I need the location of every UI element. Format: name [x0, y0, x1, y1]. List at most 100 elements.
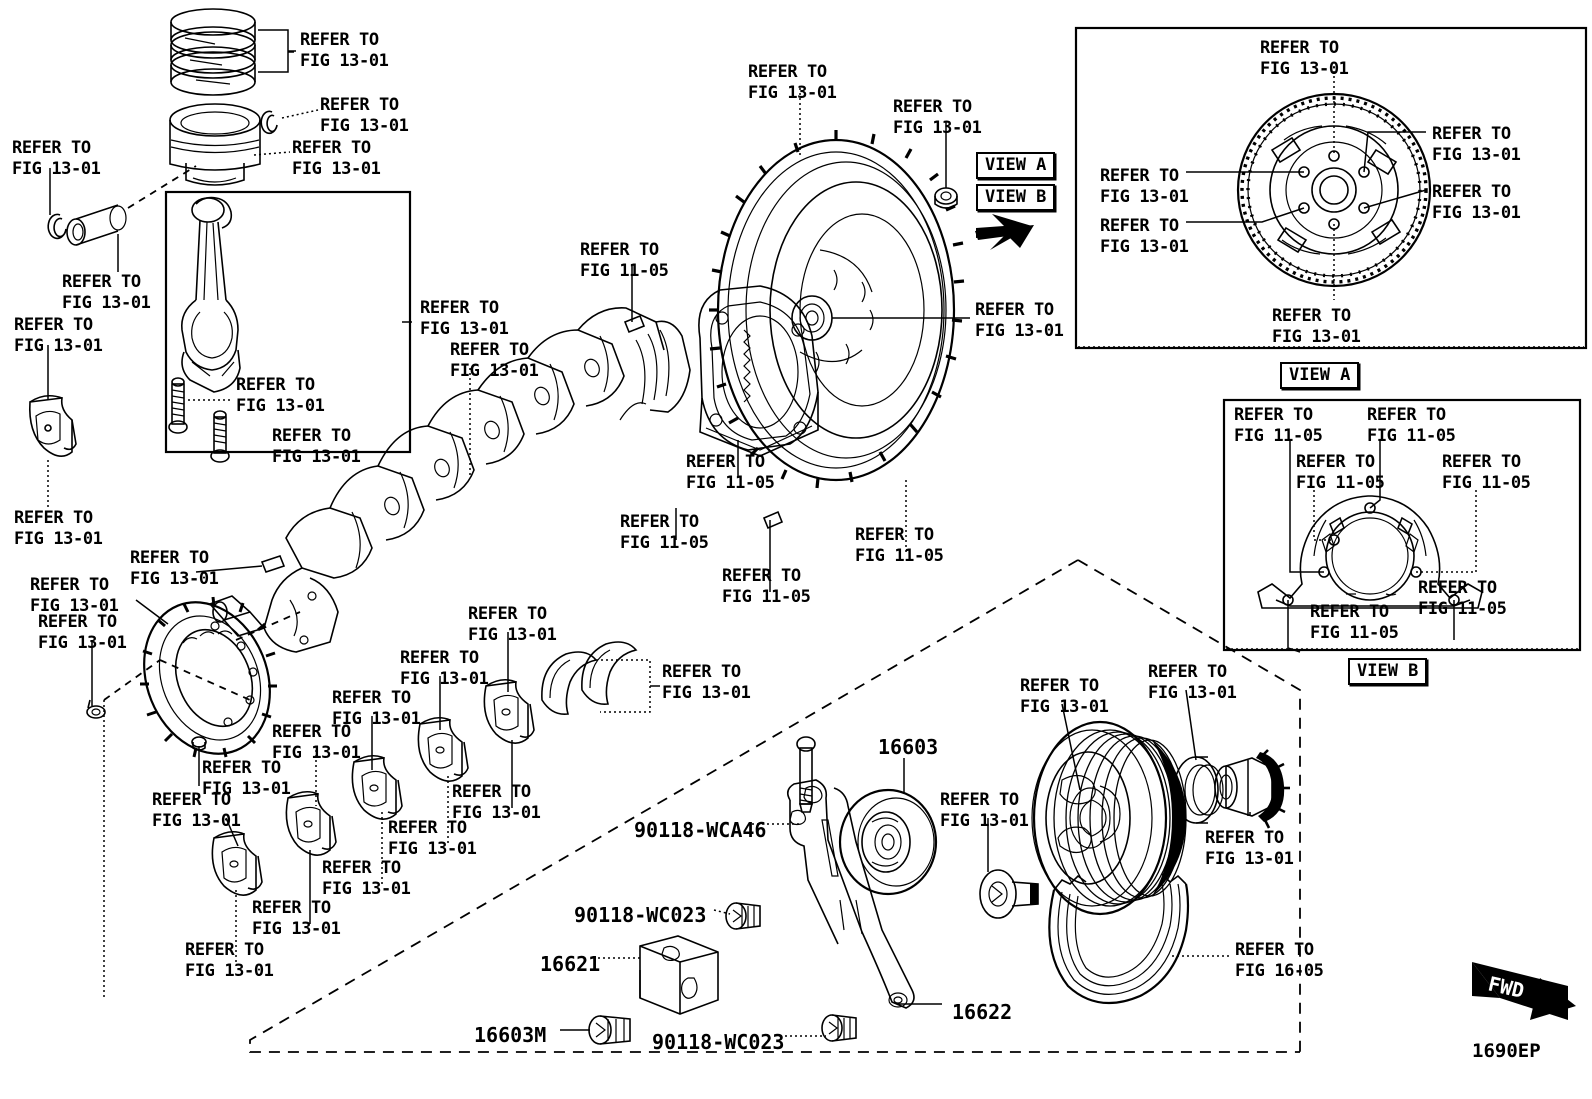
- view-a-callout-flywheel-bolt-upper-left: REFER TO FIG 13-01: [1100, 166, 1189, 207]
- callout-flywheel-pilot-bearing: REFER TO FIG 13-01: [975, 300, 1064, 341]
- callout-conrod-bearing-lower: REFER TO FIG 13-01: [14, 508, 103, 549]
- callout-main-bearing-4-lower: REFER TO FIG 13-01: [388, 818, 477, 859]
- snap-ring-right: [260, 110, 278, 135]
- part-number-tensioner-assembly-bolt: 16603M: [474, 1023, 547, 1047]
- assembly-envelope-2: [1077, 559, 1301, 1052]
- tensioner-pulley-art: [838, 788, 938, 896]
- callout-crank-pulse-pin: REFER TO FIG 13-01: [130, 548, 219, 589]
- view-b-callout-retainer-bolt-bottom-left: REFER TO FIG 11-05: [1310, 602, 1399, 643]
- callout-crank-front-bearing: REFER TO FIG 13-01: [1205, 828, 1294, 869]
- callout-crankshaft: REFER TO FIG 13-01: [450, 340, 539, 381]
- callout-piston-pin-clip-left: REFER TO FIG 13-01: [12, 138, 101, 179]
- callout-pin-knock: REFER TO FIG 11-05: [580, 240, 669, 281]
- crank-timing-rotor-art: [140, 596, 277, 758]
- leader-lines: [47, 51, 1251, 1037]
- main-bearings-row: [211, 678, 535, 896]
- ring-bracket: [258, 29, 289, 73]
- bracket-bolt-lower-art: [821, 1014, 857, 1042]
- callout-thrust-washers: REFER TO FIG 13-01: [662, 662, 751, 703]
- view-a-callout-flywheel-bolt-top: REFER TO FIG 13-01: [1260, 38, 1349, 79]
- callout-piston: REFER TO FIG 13-01: [292, 138, 381, 179]
- snap-ring-left: [47, 213, 67, 240]
- callout-drive-belt: REFER TO FIG 16-05: [1235, 940, 1324, 981]
- callout-rear-oil-seal-retainer: REFER TO FIG 11-05: [686, 452, 775, 493]
- view-a-badge[interactable]: VIEW A: [976, 152, 1056, 179]
- callout-crank-rear-oil-seal: REFER TO FIG 11-05: [620, 512, 709, 553]
- fwd-arrow-icon: FWD: [1472, 962, 1576, 1020]
- view-a-callout-flywheel-bolt-upper-right: REFER TO FIG 13-01: [1432, 124, 1521, 165]
- pulley-bolt-art: [979, 869, 1039, 919]
- callout-main-bearing-1-upper: REFER TO FIG 13-01: [152, 790, 241, 831]
- callout-snap-ring: REFER TO FIG 13-01: [320, 95, 409, 136]
- conrod-bolt-2-art: [210, 410, 230, 463]
- view-a-callout-flywheel-bolt-lower-right: REFER TO FIG 13-01: [1432, 182, 1521, 223]
- callout-front-oil-seal: REFER TO FIG 13-01: [1148, 662, 1237, 703]
- piston-art: [169, 103, 261, 186]
- conrod-bolt-1-art: [168, 377, 188, 434]
- bracket-bolt-upper-art: [725, 902, 761, 930]
- callout-main-bearing-3-lower: REFER TO FIG 13-01: [322, 858, 411, 899]
- bearing-5: [483, 678, 535, 744]
- callout-main-bearing-5-upper: REFER TO FIG 13-01: [468, 604, 557, 645]
- view-b-caption: VIEW B: [1348, 658, 1428, 685]
- callout-connecting-rod-box: REFER TO FIG 13-01: [420, 298, 509, 339]
- callout-main-bearing-1-lower: REFER TO FIG 13-01: [185, 940, 274, 981]
- bearing-2: [285, 790, 337, 856]
- callout-retainer-bolt: REFER TO FIG 11-05: [855, 525, 944, 566]
- view-b-callout-retainer-bolt-right: REFER TO FIG 11-05: [1442, 452, 1531, 493]
- assembly-envelope-1: [249, 559, 1300, 1053]
- part-number-bracket-bolt-upper: 90118-WC023: [574, 903, 707, 927]
- connecting-rod-art: [180, 196, 241, 393]
- view-b-panel: [1222, 398, 1582, 652]
- pin-install-axis: [127, 165, 197, 209]
- callout-conrod-bolt-2: REFER TO FIG 13-01: [272, 426, 361, 467]
- conrod-bearing-art: [28, 394, 77, 457]
- callout-piston-pin: REFER TO FIG 13-01: [62, 272, 151, 313]
- part-number-tensioner-arm: 16622: [952, 1000, 1013, 1024]
- part-number-belt-tensioner-pulley: 16603: [878, 735, 939, 759]
- callout-crank-pulley: REFER TO FIG 13-01: [1020, 676, 1109, 717]
- bearing-4: [417, 716, 469, 782]
- callout-flywheel: REFER TO FIG 13-01: [748, 62, 837, 103]
- callout-crank-timing-rotor: REFER TO FIG 13-01: [30, 575, 119, 616]
- callout-main-bearing-5-lower: REFER TO FIG 13-01: [452, 782, 541, 823]
- tensioner-bolt-art: [796, 736, 816, 813]
- part-number-bracket-bolt-lower: 90118-WC023: [652, 1030, 785, 1054]
- callout-rotor-dowel: REFER TO FIG 13-01: [202, 758, 291, 799]
- flywheel-art: [709, 130, 965, 489]
- view-a-arrow: [975, 214, 1034, 250]
- view-a-caption: VIEW A: [1280, 362, 1360, 389]
- tensioner-assembly-bolt-art: [588, 1015, 631, 1045]
- callout-conrod-bolt-1: REFER TO FIG 13-01: [236, 375, 325, 416]
- crank-pulley-art: [1031, 720, 1187, 916]
- callout-main-bearing-4-upper: REFER TO FIG 13-01: [400, 648, 489, 689]
- view-b-badge[interactable]: VIEW B: [976, 184, 1056, 211]
- bearing-1: [211, 830, 263, 896]
- diagram-code: 1690EP: [1472, 1040, 1541, 1062]
- callout-rotor-bolt: REFER TO FIG 13-01: [38, 612, 127, 653]
- view-a-flywheel-art: [1186, 66, 1432, 300]
- view-b-retainer-art: [1257, 440, 1483, 653]
- view-a-panel: [1074, 26, 1588, 350]
- part-number-tensioner-bolt: 90118-WCA46: [634, 818, 767, 842]
- view-b-callout-retainer-bolt-left: REFER TO FIG 11-05: [1296, 452, 1385, 493]
- rear-oil-seal-retainer-art: [698, 285, 819, 457]
- bearing-3: [351, 754, 403, 820]
- callout-main-bearing-3-upper: REFER TO FIG 13-01: [332, 688, 421, 729]
- drive-belt-art: [1048, 873, 1190, 1005]
- rotor-bolt-art: [86, 699, 106, 719]
- view-b-callout-retainer-bolt-top: REFER TO FIG 11-05: [1367, 405, 1456, 446]
- callout-pulley-bolt: REFER TO FIG 13-01: [940, 790, 1029, 831]
- callout-main-bearing-2-upper: REFER TO FIG 13-01: [272, 722, 361, 763]
- crank-front-collar-art: [1214, 749, 1290, 829]
- callout-retainer-dowel: REFER TO FIG 11-05: [722, 566, 811, 607]
- piston-rings-art: [170, 8, 256, 96]
- view-b-callout-retainer-bolt-bottom-right: REFER TO FIG 11-05: [1418, 578, 1507, 619]
- piston-pin-art: [66, 204, 127, 246]
- view-a-callout-flywheel-bolt-lower-left: REFER TO FIG 13-01: [1100, 216, 1189, 257]
- part-number-tensioner-bracket: 16621: [540, 952, 601, 976]
- callout-flywheel-bolt: REFER TO FIG 13-01: [893, 97, 982, 138]
- view-b-callout-retainer-bolt-upper-left: REFER TO FIG 11-05: [1234, 405, 1323, 446]
